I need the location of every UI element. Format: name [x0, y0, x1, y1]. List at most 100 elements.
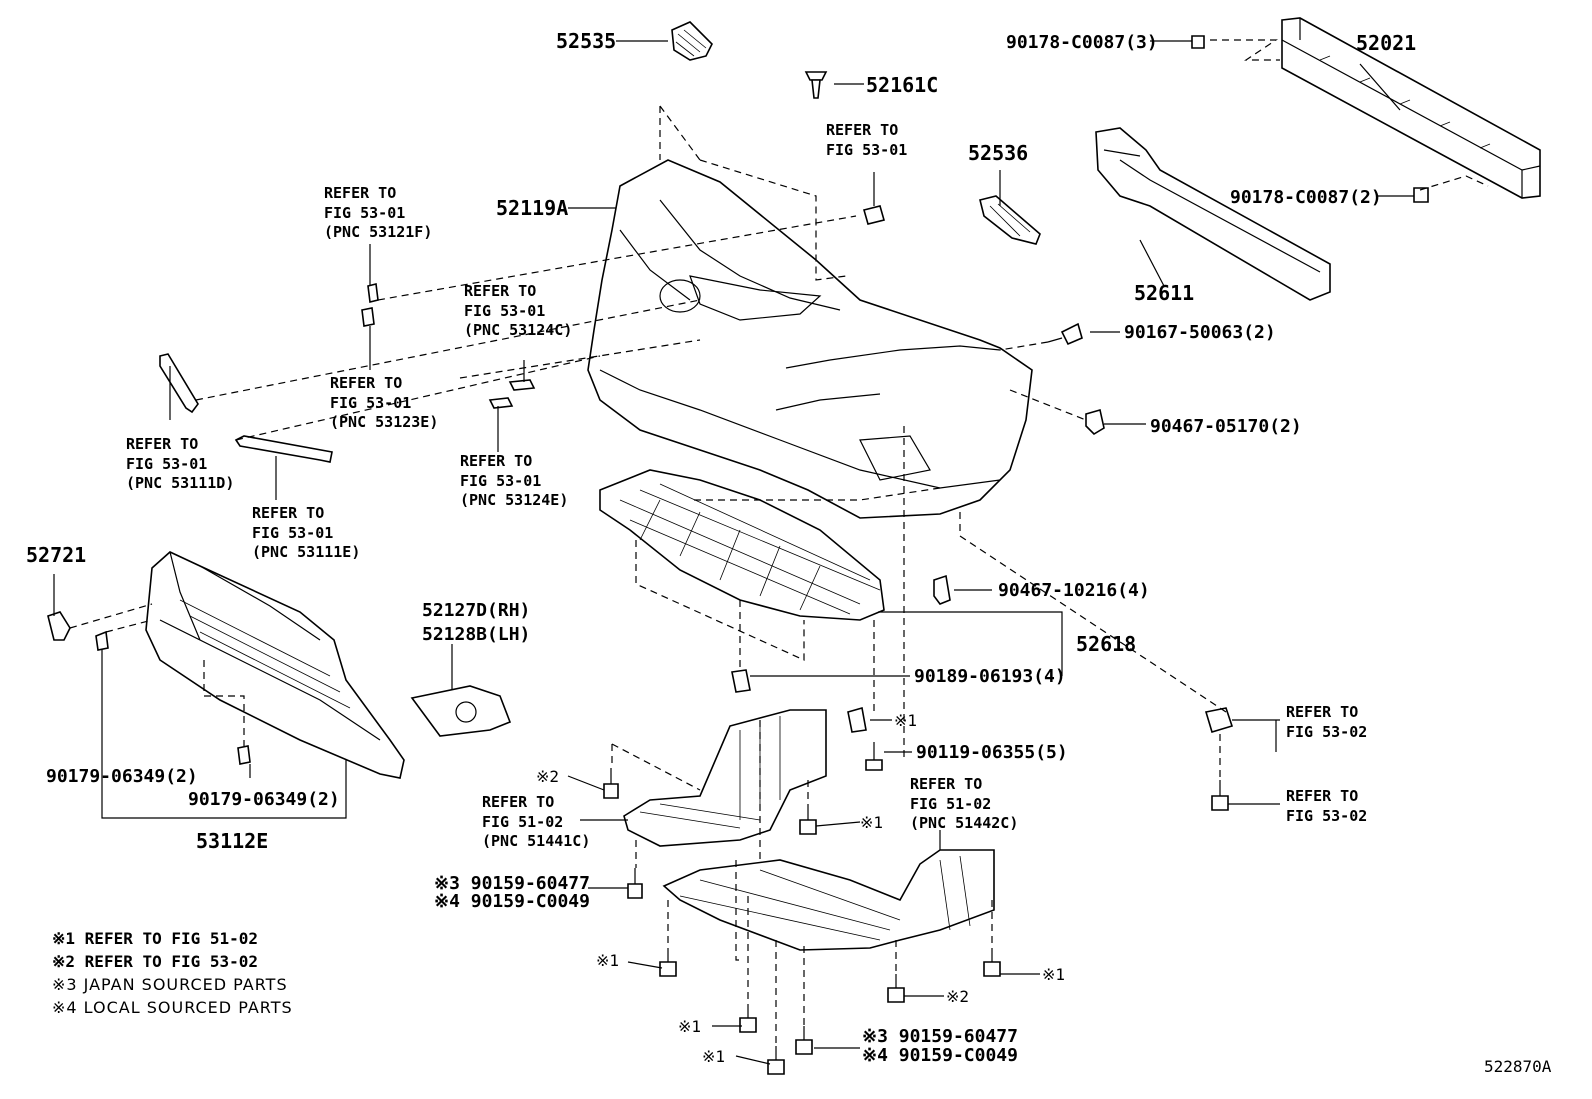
label-52127d: 52127D(RH)	[422, 600, 530, 621]
bumper-reinforcement-52021	[1281, 17, 1541, 199]
refer-53121f: REFER TO FIG 53-01 (PNC 53121F)	[324, 184, 432, 241]
svg-text:(PNC 53111D): (PNC 53111D)	[126, 474, 234, 492]
mark-1-a: ※1	[894, 711, 917, 730]
bolt-90119	[865, 742, 883, 771]
label-90179-06349-b: 90179-06349(2)	[188, 789, 340, 810]
refer-53124c: REFER TO FIG 53-01 (PNC 53124C)	[464, 282, 572, 339]
bolt-mark1-bottom-b	[767, 1046, 785, 1075]
svg-text:(PNC 53111E): (PNC 53111E)	[252, 543, 360, 561]
svg-text:FIG 51-02: FIG 51-02	[482, 813, 563, 831]
bolt-90159-left	[627, 868, 643, 899]
label-90179-06349-a: 90179-06349(2)	[46, 766, 198, 787]
svg-text:FIG 53-01: FIG 53-01	[324, 204, 405, 222]
label-52128b: 52128B(LH)	[422, 624, 530, 645]
label-90467-05170: 90467-05170(2)	[1150, 416, 1302, 437]
bolt-fig5302-lower	[1211, 780, 1229, 811]
lower-grille-53112e	[95, 551, 405, 779]
svg-text:REFER TO: REFER TO	[252, 504, 324, 522]
fog-cover-52127d-52128b	[410, 685, 512, 737]
svg-text:(PNC 53124C): (PNC 53124C)	[464, 321, 572, 339]
undercover-51442c	[662, 849, 995, 951]
svg-text:(PNC 51441C): (PNC 51441C)	[482, 832, 590, 850]
mark-1-f: ※1	[702, 1047, 725, 1066]
svg-text:FIG 53-02: FIG 53-02	[1286, 807, 1367, 825]
svg-text:FIG 53-01: FIG 53-01	[464, 302, 545, 320]
bolt-fig5302-upper	[1204, 707, 1234, 733]
footnote-2: ※2 REFER TO FIG 53-02	[52, 952, 258, 971]
svg-text:(PNC 51442C): (PNC 51442C)	[910, 814, 1018, 832]
bolt-mark2-left	[603, 768, 619, 799]
mark-2-a: ※2	[536, 767, 559, 786]
label-52536: 52536	[968, 141, 1028, 165]
label-90159-60477-b: ※3 90159-60477	[862, 1026, 1018, 1047]
refer-53111d: REFER TO FIG 53-01 (PNC 53111D)	[126, 435, 234, 492]
nut-90178-upper	[1191, 35, 1205, 49]
refer-5302-a: REFER TO FIG 53-02	[1286, 703, 1367, 741]
label-52535: 52535	[556, 29, 616, 53]
svg-text:REFER TO: REFER TO	[1286, 787, 1358, 805]
nut-90189	[731, 669, 751, 693]
label-52721: 52721	[26, 543, 86, 567]
label-90178-c0087-3: 90178-C0087(3)	[1006, 32, 1158, 53]
svg-text:FIG 53-01: FIG 53-01	[252, 524, 333, 542]
clip-90467-10216	[933, 574, 951, 605]
dashed-lines	[69, 39, 1489, 1046]
svg-text:FIG 53-01: FIG 53-01	[330, 394, 411, 412]
label-53112e: 53112E	[196, 829, 268, 853]
svg-text:FIG 53-02: FIG 53-02	[1286, 723, 1367, 741]
clip-52161c	[804, 71, 828, 99]
label-52611: 52611	[1134, 281, 1194, 305]
label-90159-c0049-a: ※4 90159-C0049	[434, 891, 590, 912]
refer-5301-top: REFER TO FIG 53-01	[826, 121, 907, 159]
refer-53111e: REFER TO FIG 53-01 (PNC 53111E)	[252, 504, 360, 561]
label-52021: 52021	[1356, 31, 1416, 55]
label-90159-c0049-b: ※4 90159-C0049	[862, 1045, 1018, 1066]
label-90467-10216: 90467-10216(4)	[998, 580, 1150, 601]
svg-text:REFER TO: REFER TO	[910, 775, 982, 793]
trim-53121f	[361, 283, 379, 327]
label-90178-c0087-2: 90178-C0087(2)	[1230, 187, 1382, 208]
reference-marks: ※1 ※2 ※1 ※1 ※1 ※2 ※1 ※1	[536, 711, 1065, 1066]
undercover-51441c	[623, 709, 827, 847]
refer-5302-b: REFER TO FIG 53-02	[1286, 787, 1367, 825]
svg-text:FIG 51-02: FIG 51-02	[910, 795, 991, 813]
refer-51441c: REFER TO FIG 51-02 (PNC 51441C)	[482, 793, 590, 850]
bolt-90167	[1047, 322, 1083, 346]
svg-text:FIG 53-01: FIG 53-01	[826, 141, 907, 159]
svg-text:REFER TO: REFER TO	[464, 282, 536, 300]
mark-1-e: ※1	[678, 1017, 701, 1036]
footnote-3: ※3 JAPAN SOURCED PARTS	[52, 975, 288, 994]
part-numbers: 52535 52161C 52021 90178-C0087(3) 90178-…	[26, 29, 1552, 1076]
figure-id: 522870A	[1484, 1057, 1552, 1076]
svg-text:REFER TO: REFER TO	[1286, 703, 1358, 721]
svg-text:REFER TO: REFER TO	[126, 435, 198, 453]
label-90167-50063: 90167-50063(2)	[1124, 322, 1276, 343]
bracket-52535	[671, 21, 713, 61]
svg-text:FIG 53-01: FIG 53-01	[126, 455, 207, 473]
nut-90178-lower	[1413, 187, 1429, 203]
svg-text:REFER TO: REFER TO	[460, 452, 532, 470]
svg-text:(PNC 53124E): (PNC 53124E)	[460, 491, 568, 509]
refer-53123e: REFER TO FIG 53-01 (PNC 53123E)	[330, 374, 438, 431]
footnote-1: ※1 REFER TO FIG 51-02	[52, 929, 258, 948]
svg-text:REFER TO: REFER TO	[330, 374, 402, 392]
bolt-mark2-low	[887, 974, 905, 1003]
label-90189-06193: 90189-06193(4)	[914, 666, 1066, 687]
label-52161c: 52161C	[866, 73, 938, 97]
leader-lines	[53, 40, 1414, 1065]
energy-absorber-52611	[1095, 127, 1331, 301]
bracket-52536	[979, 195, 1041, 245]
bolt-fig5301-top	[863, 172, 885, 225]
nut-mark1-upper	[847, 706, 867, 733]
trim-53111e	[234, 435, 333, 463]
label-52618: 52618	[1076, 632, 1136, 656]
bumper-cover-52119a	[587, 159, 1033, 519]
clip-90467-05170	[1085, 408, 1105, 436]
svg-text:FIG 53-01: FIG 53-01	[460, 472, 541, 490]
clip-53124c	[508, 379, 536, 391]
bolt-mark1-right	[983, 948, 1001, 977]
clip-53124e	[488, 397, 514, 409]
footnote-4: ※4 LOCAL SOURCED PARTS	[52, 998, 293, 1017]
label-52119a: 52119A	[496, 196, 568, 220]
